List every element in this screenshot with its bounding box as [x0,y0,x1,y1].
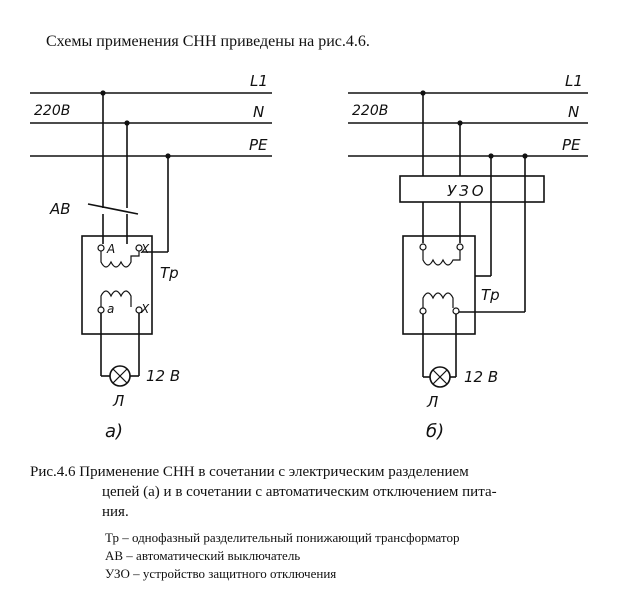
transformer-box-a [81,235,153,335]
label-220v-a: 220В [34,103,70,119]
label-x-a1: X [140,242,150,256]
label-x-a2: X [140,302,150,316]
label-n-a: N [253,103,264,121]
label-lamp-a: Л [112,392,124,410]
label-n-b: N [568,103,579,121]
label-l1-b: L1 [565,72,583,90]
label-winding-A: А [106,242,115,256]
caption-line-1: Рис.4.6 Применение СНН в сочетании с эле… [30,464,469,480]
figure-caption: Рис.4.6 Применение СНН в сочетании с эле… [30,462,600,522]
terminal-b-2 [456,243,464,251]
label-12v-b: 12 В [464,368,498,386]
caption-line-2: цепей (а) и в сочетании с автоматическим… [102,484,497,500]
label-tr-a: Тр [160,264,179,282]
secondary-winding-b [422,292,454,308]
diagram-a: L1 N PE 220В АВ А X Тр [30,72,272,442]
label-pe-a: PE [249,136,268,154]
lamp-a [109,365,131,387]
label-lamp-b: Л [426,393,438,411]
label-l1-a: L1 [250,72,268,90]
terminal-a-3 [97,306,105,314]
secondary-winding-a [100,290,132,307]
legend-item: АВ – автоматический выключатель [105,548,301,563]
primary-winding-b [422,250,461,266]
label-rcd: УЗО [447,182,487,200]
primary-winding-a [100,251,140,268]
lamp-b-cross2 [432,369,448,385]
legend: Тр – однофазный разделительный понижающи… [105,529,459,583]
label-breaker: АВ [49,200,71,218]
rcd-box [399,175,545,203]
label-220v-b: 220В [352,103,388,119]
label-winding-a: а [107,302,114,316]
terminal-b-1 [419,243,427,251]
label-12v-a: 12 В [146,367,180,385]
legend-item: УЗО – устройство защитного отключения [105,566,337,581]
transformer-box-b [402,235,476,335]
label-pe-b: PE [562,136,581,154]
label-tr-b: Тр [481,286,500,304]
breaker-lever [87,203,139,215]
terminal-b-4 [452,307,460,315]
lamp-b [429,366,451,388]
label-sub-b: б) [426,421,444,442]
legend-item: Тр – однофазный разделительный понижающи… [105,530,460,545]
caption-line-3: ния. [102,504,129,520]
diagram-b: L1 N PE 220В УЗО [348,72,588,442]
terminal-b-3 [419,307,427,315]
terminal-a-1 [97,244,105,252]
intro-text: Схемы применения СНН приведены на рис.4.… [46,33,370,50]
label-sub-a: а) [105,421,123,442]
lamp-a-cross2 [112,368,128,384]
